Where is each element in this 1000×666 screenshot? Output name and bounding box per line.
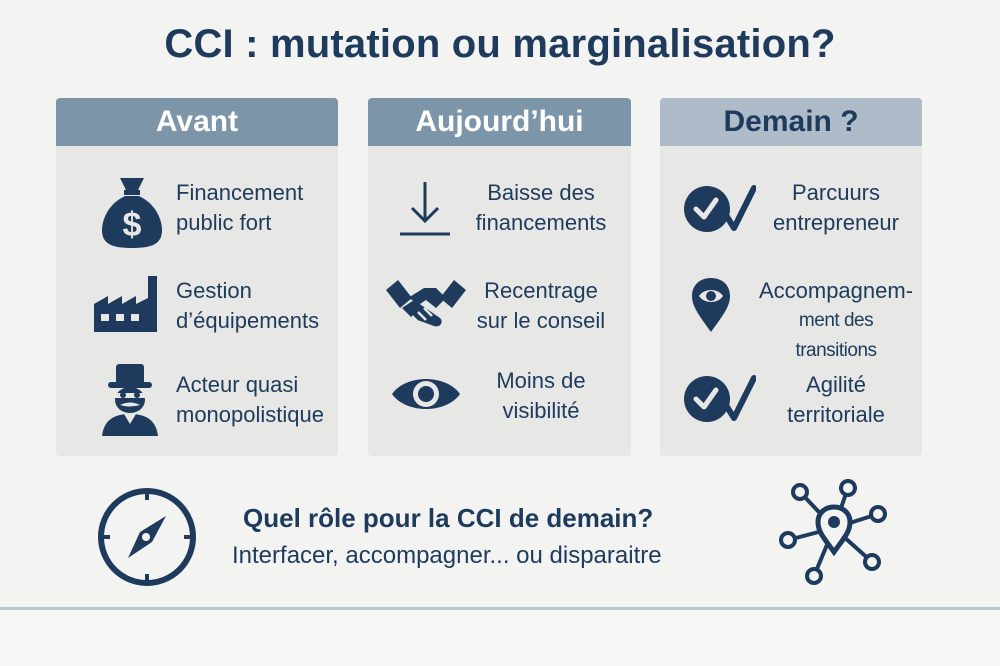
column-heading: Demain ? (660, 98, 922, 146)
list-item: Accompagnem- ment des transitions (660, 270, 922, 361)
item-line: Moins de (496, 368, 586, 393)
list-item: Moins de visibilité (368, 362, 631, 446)
top-hat-person-icon (100, 362, 160, 443)
item-line: territoriale (787, 402, 885, 427)
download-arrow-icon (398, 178, 452, 245)
item-line: public fort (176, 210, 272, 235)
item-line: visibilité (502, 398, 580, 423)
list-item: Baisse des financements (368, 172, 631, 256)
factory-icon (92, 274, 162, 341)
item-label: Agilité territoriale (756, 370, 916, 430)
bottom-subline: Interfacer, accompagner... ou disparaitr… (232, 542, 662, 569)
item-label: Acteur quasi monopolistique (176, 370, 324, 430)
money-bag-icon: $ (98, 174, 166, 255)
item-line: financements (475, 210, 607, 235)
item-line: entrepreneur (773, 210, 899, 235)
list-item: Agilité territoriale (660, 362, 922, 446)
check-circle-icon (682, 368, 757, 435)
column-demain: Demain ? Parcuurs entrepreneur Accompagn… (660, 98, 922, 456)
item-line: Gestion (176, 278, 252, 303)
footer-band (0, 610, 1000, 666)
footer-divider (0, 607, 1000, 610)
item-label: Gestion d’équipements (176, 276, 319, 336)
item-line: sur le conseil (476, 308, 606, 333)
item-line: ment des transitions (795, 310, 877, 361)
page-title: CCI : mutation ou marginalisation? (164, 22, 836, 66)
column-aujourdhui: Aujourd’hui Baisse des financements (368, 98, 631, 456)
bottom-question: Quel rôle pour la CCI de demain? (243, 503, 654, 533)
item-line: Parcuurs (791, 180, 881, 205)
column-heading: Avant (56, 98, 338, 146)
item-line: monopolistique (176, 402, 324, 427)
compass-icon (96, 486, 198, 593)
item-line: Agilité (806, 372, 866, 397)
network-pin-icon (778, 476, 890, 593)
list-item: Recentrage sur le conseil (368, 270, 631, 354)
item-label: Parcuurs entrepreneur (756, 178, 916, 238)
item-label: Accompagnem- ment des transitions (756, 276, 916, 366)
item-label: Recentrage sur le conseil (464, 276, 618, 336)
item-line: d’équipements (176, 308, 320, 333)
list-item: Parcuurs entrepreneur (660, 172, 922, 256)
item-line: Accompagnem- (758, 278, 914, 303)
list-item: $ Financement public fort (56, 168, 338, 252)
item-line: Financement (176, 180, 304, 205)
column-avant: Avant $ Financement public fort (56, 98, 338, 456)
list-item: Gestion d’équipements (56, 270, 338, 354)
item-line: Recentrage (484, 278, 598, 303)
column-heading: Aujourd’hui (368, 98, 631, 146)
eye-icon (390, 372, 462, 421)
item-label: Moins de visibilité (464, 366, 618, 426)
item-line: Acteur quasi (176, 372, 299, 397)
item-label: Financement public fort (176, 178, 303, 238)
item-label: Baisse des financements (464, 178, 618, 238)
svg-text:$: $ (123, 206, 142, 244)
item-line: Baisse des (487, 180, 595, 205)
check-circle-icon (682, 178, 757, 245)
handshake-icon (384, 274, 468, 341)
map-pin-eye-icon (690, 276, 732, 339)
list-item: Acteur quasi monopolistique (56, 362, 338, 446)
